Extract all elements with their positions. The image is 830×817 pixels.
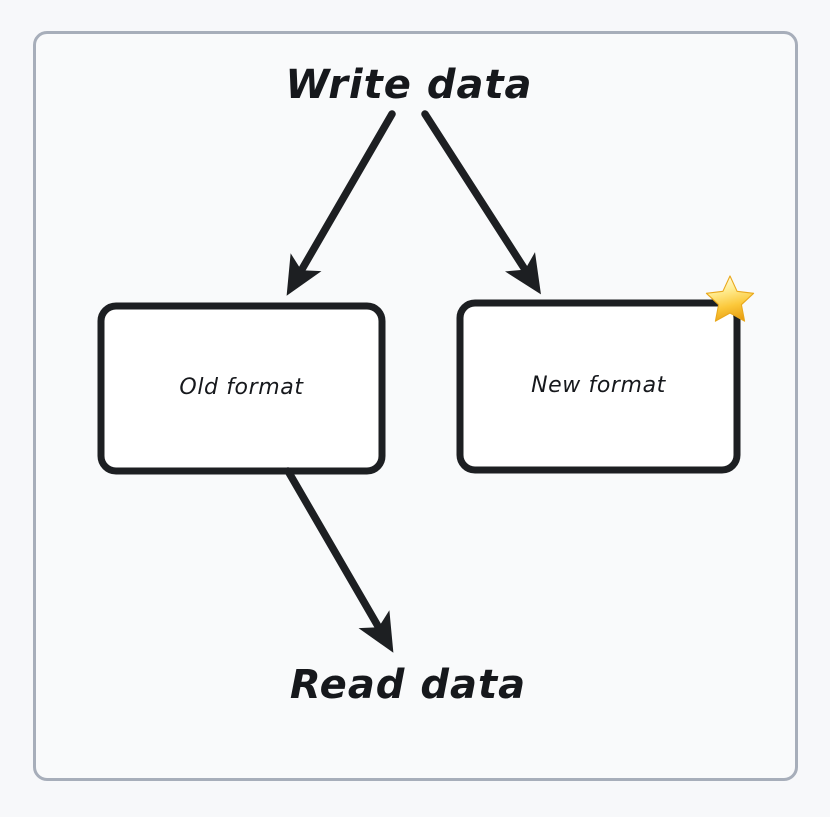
arrow-old-format-to-read (284, 467, 394, 653)
node-label-old-format: Old format (179, 375, 304, 400)
node-box-new-format[interactable] (456, 299, 741, 474)
node-box-old-format[interactable] (97, 302, 386, 475)
arrow-write-to-old-format (286, 110, 396, 296)
page-title-write-data: Write data (285, 62, 533, 108)
node-label-new-format: New format (531, 373, 666, 398)
page-title-read-data: Read data (289, 662, 527, 708)
arrow-write-to-new-format (421, 110, 541, 295)
